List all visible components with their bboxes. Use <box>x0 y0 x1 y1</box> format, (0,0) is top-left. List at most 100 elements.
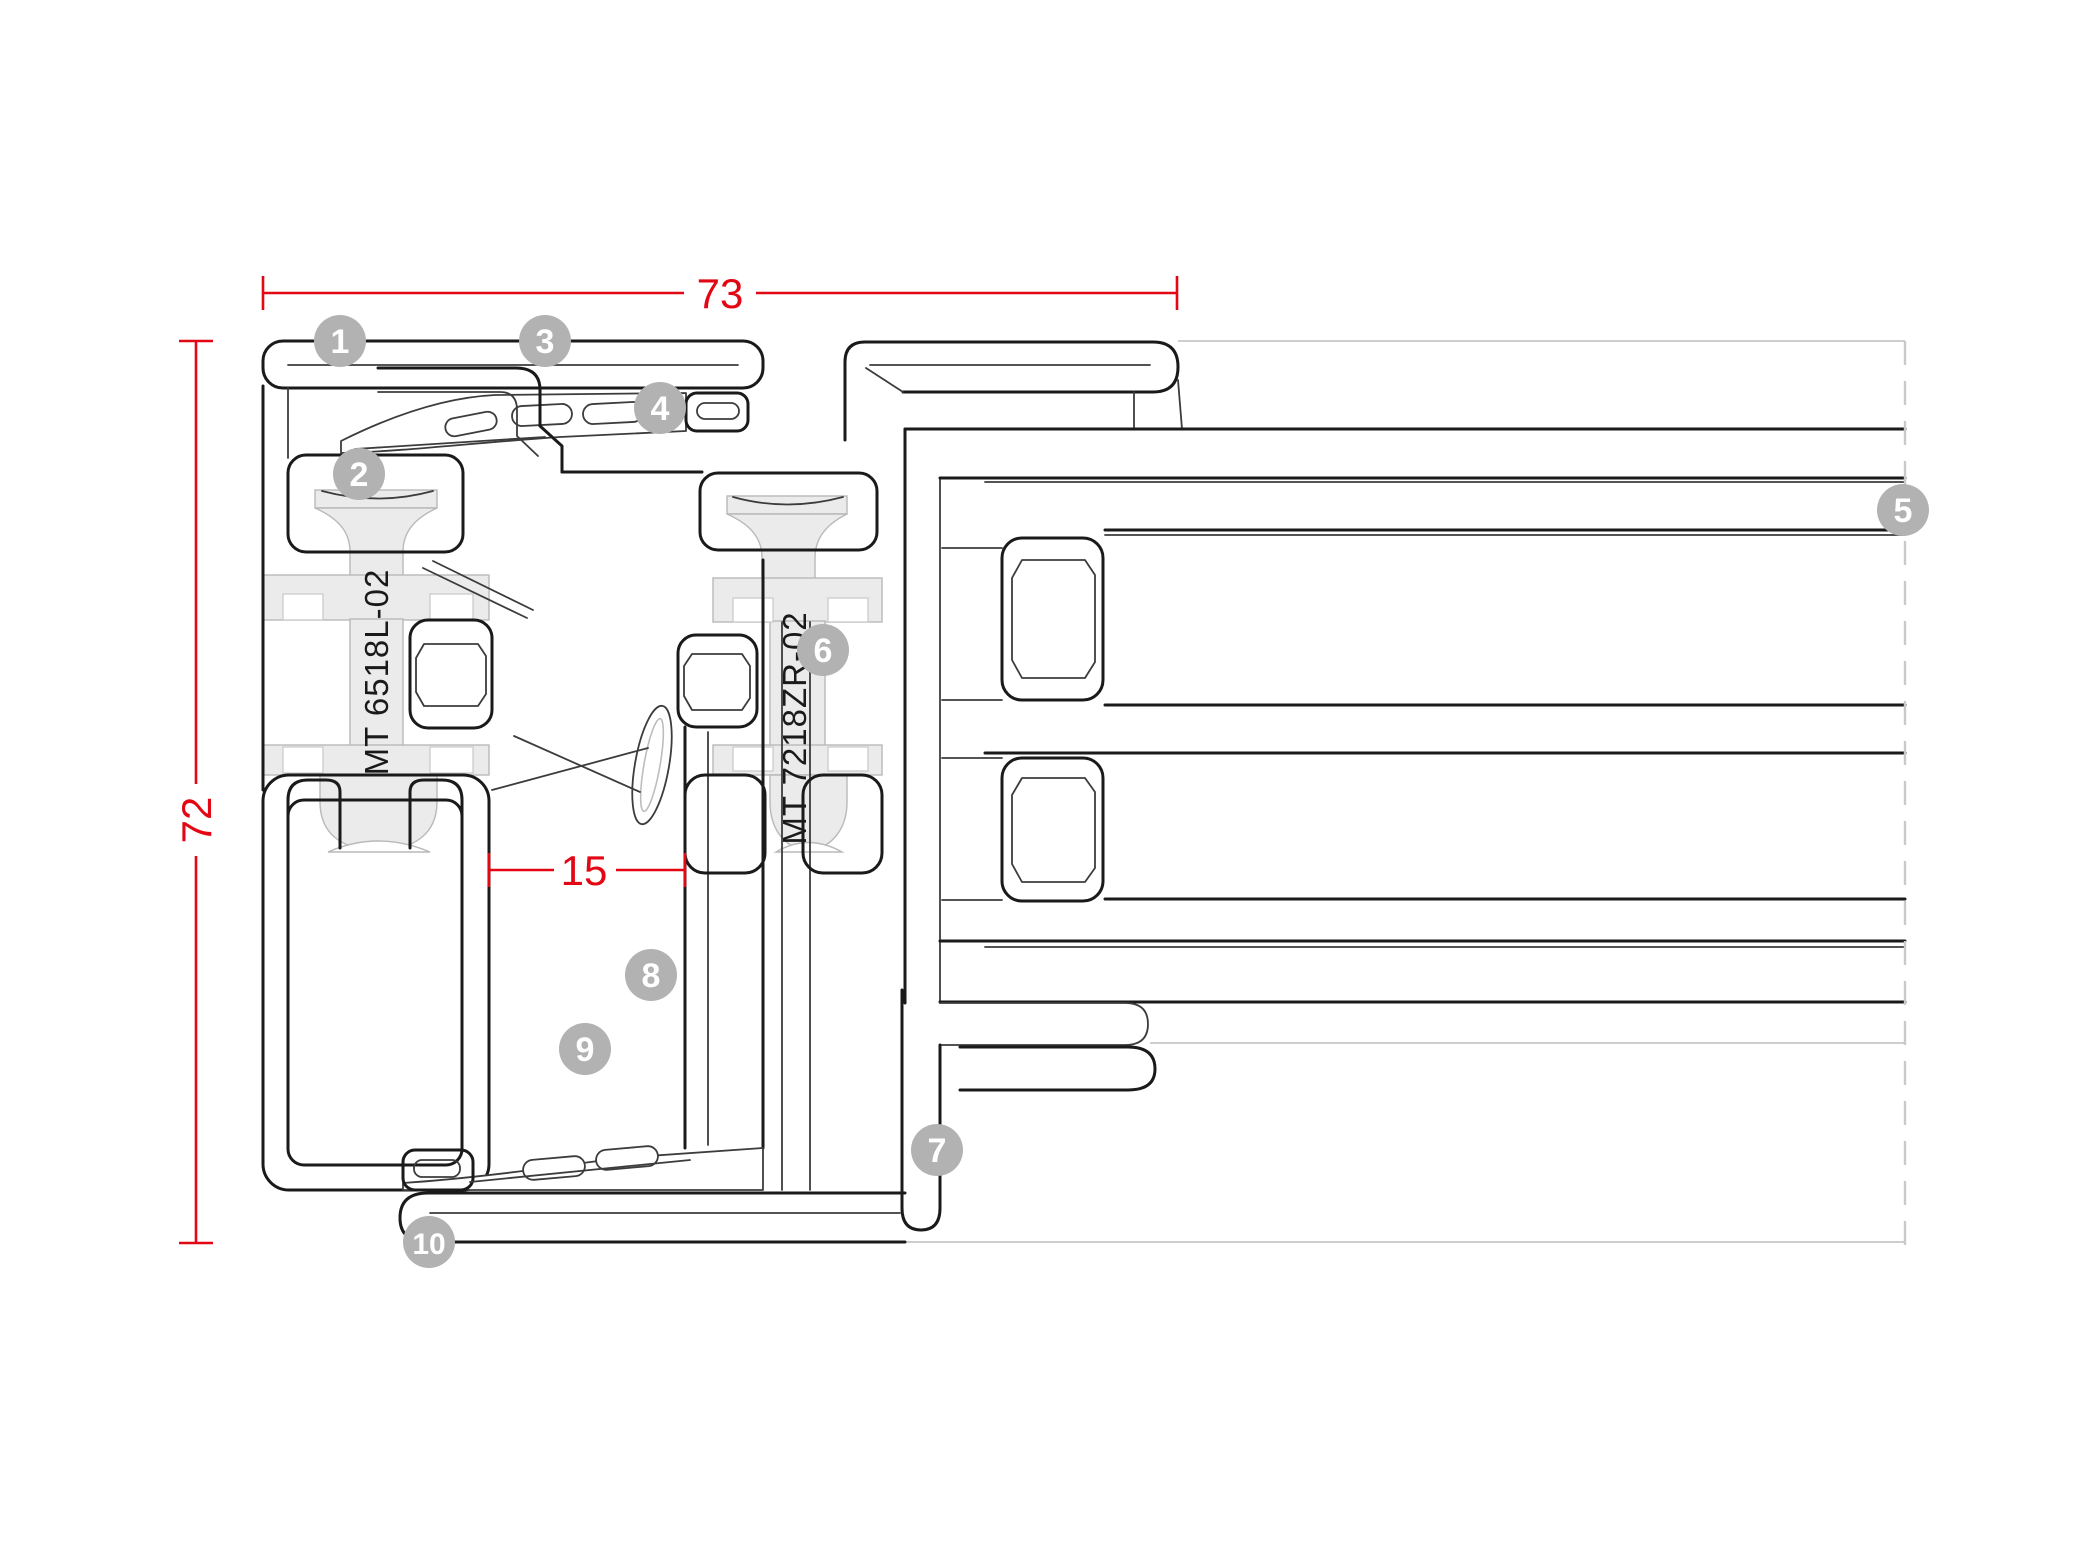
thermal-break-struts-left <box>262 489 490 853</box>
dim-value-width: 73 <box>697 270 744 317</box>
callout-8: 8 <box>625 949 677 1001</box>
centre-leaf-seal-inner <box>639 717 665 813</box>
frame-hook-left <box>286 778 342 870</box>
callout-circle <box>519 315 571 367</box>
bottom-assembly <box>398 1145 907 1244</box>
strut-notch <box>429 593 474 621</box>
callout-circle <box>403 1216 455 1268</box>
callout-circle <box>797 624 849 676</box>
sash-end-taper <box>1177 379 1183 430</box>
glazing-gasket-pocket-top <box>1000 536 1105 702</box>
dim-value-gap: 15 <box>561 847 608 894</box>
callout-1: 1 <box>314 315 366 367</box>
callout-7: 7 <box>911 1124 963 1176</box>
dimension-width: 73 <box>261 268 1179 318</box>
callout-circle <box>559 1023 611 1075</box>
callout-circle <box>625 949 677 1001</box>
bracket-slot <box>522 1155 586 1181</box>
strut-notch <box>732 597 774 623</box>
frame-top-tube <box>261 339 765 390</box>
cover-profile-leg <box>900 988 942 1232</box>
dim-text-gap <box>684 268 756 318</box>
sash-bottom-step <box>939 1002 1149 1046</box>
callout-10: 10 <box>403 1216 455 1268</box>
callouts: 1 2 3 4 5 6 7 8 <box>314 315 1929 1268</box>
sash-step-line <box>865 367 904 393</box>
sash-interlock-arm <box>376 366 564 474</box>
strut-dish-line <box>321 490 434 500</box>
callout-4: 4 <box>634 382 686 434</box>
strut-waist <box>726 513 848 580</box>
strut-notch <box>827 746 869 772</box>
strut-waist <box>314 507 438 577</box>
bracket-fold-line <box>354 436 546 450</box>
sash-profile-middle <box>376 340 1183 1191</box>
bracket-slot <box>444 410 498 438</box>
callout-3: 3 <box>519 315 571 367</box>
callout-circle <box>911 1124 963 1176</box>
seal-bridge-line <box>513 735 641 793</box>
bracket-end-hook <box>684 391 750 433</box>
centre-leaf-seal <box>631 704 673 826</box>
frame-hook-right <box>408 778 464 870</box>
strut-notch <box>429 746 474 774</box>
callout-number: 3 <box>536 323 555 361</box>
callout-number: 2 <box>350 456 369 494</box>
strut-notch <box>732 746 774 772</box>
callout-9: 9 <box>559 1023 611 1075</box>
glazing-gasket-pocket-bottom <box>1000 756 1105 903</box>
sash-top-tube <box>843 340 1180 442</box>
gasket-sash <box>683 653 751 711</box>
glazing-gasket-top <box>1011 559 1096 679</box>
centre-seals <box>408 560 759 826</box>
strut-notch <box>282 593 324 621</box>
callout-number: 9 <box>576 1031 595 1069</box>
gasket-frame <box>415 643 487 707</box>
seal-bridge-line <box>422 567 528 619</box>
fixing-bracket-top <box>340 391 750 454</box>
callout-number: 10 <box>412 1228 445 1261</box>
seal-bridge-line <box>491 747 649 791</box>
callout-circle <box>1877 484 1929 536</box>
strut-dish-line <box>732 496 844 506</box>
callout-number: 6 <box>814 632 833 670</box>
seal-bridge-line <box>432 560 534 611</box>
callout-number: 7 <box>928 1132 947 1170</box>
frame-bottom-tube-inner <box>286 798 464 1167</box>
dim-text-gap <box>554 846 616 894</box>
bracket-slot <box>511 403 573 427</box>
bracket-end-hook-bottom <box>401 1148 475 1192</box>
gasket-pocket-sash <box>676 633 759 729</box>
dim-value-height: 72 <box>173 797 220 844</box>
callout-number: 4 <box>651 390 670 428</box>
sash-interlock-arm-inner <box>377 391 539 457</box>
frame-profile-left <box>261 339 765 1192</box>
frame-bottom-tube <box>261 773 491 1192</box>
callout-circle <box>314 315 366 367</box>
dim-text-gap <box>170 784 222 856</box>
callout-6: 6 <box>797 624 849 676</box>
thermal-break-struts-middle <box>712 495 883 853</box>
callout-number: 8 <box>642 957 661 995</box>
sash-hook-right <box>801 773 884 875</box>
sash-hook-left <box>683 773 767 875</box>
callout-2: 2 <box>333 448 385 500</box>
callout-number: 1 <box>331 323 350 361</box>
callout-5: 5 <box>1877 484 1929 536</box>
dimension-height: 72 <box>170 339 222 1245</box>
bracket-end-slot-bottom <box>413 1159 461 1178</box>
profile-code-left: MT 6518L-02 <box>358 569 395 776</box>
callout-circle <box>634 382 686 434</box>
infill-panel-section <box>900 340 1907 1247</box>
bracket-fold-line <box>469 1159 691 1183</box>
gasket-pocket-frame <box>408 618 494 730</box>
strut-arc-cut <box>773 841 845 853</box>
dimension-gap: 15 <box>487 846 687 894</box>
sash-clip-channel <box>698 471 879 552</box>
bracket-end-slot <box>696 402 740 420</box>
callout-number: 5 <box>1894 492 1913 530</box>
glazing-gasket-bottom <box>1011 777 1096 883</box>
strut-notch <box>282 746 324 774</box>
